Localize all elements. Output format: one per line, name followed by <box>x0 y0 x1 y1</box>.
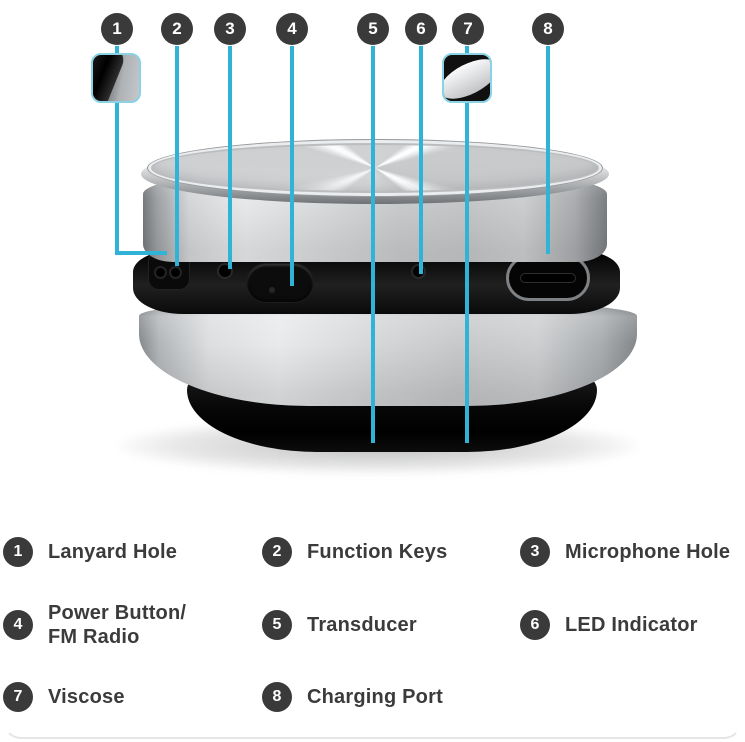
legend-item-lanyard-hole: 1 Lanyard Hole <box>3 537 177 567</box>
legend-badge-3: 3 <box>520 537 550 567</box>
callout-badge-3: 3 <box>214 13 246 45</box>
legend-item-function-keys: 2 Function Keys <box>262 537 447 567</box>
callout-line-1 <box>115 46 119 255</box>
legend-badge-4: 4 <box>3 610 33 640</box>
speaker-lower-band <box>139 302 637 406</box>
legend-badge-1: 1 <box>3 537 33 567</box>
legend-badge-5: 5 <box>262 610 292 640</box>
legend-label: Charging Port <box>307 686 443 708</box>
callout-line-4 <box>290 46 294 286</box>
legend-item-charging-port: 8 Charging Port <box>262 682 443 712</box>
callout-badge-2: 2 <box>161 13 193 45</box>
legend-label: Viscose <box>48 686 125 708</box>
legend-label: Power Button/ FM Radio <box>48 601 186 649</box>
speaker-top-face <box>147 139 603 197</box>
legend-item-power-button-fm-radio: 4 Power Button/ FM Radio <box>3 601 186 649</box>
callout-line-7 <box>465 46 469 443</box>
charging-port-usb-c <box>506 255 590 301</box>
legend-badge-6: 6 <box>520 610 550 640</box>
callout-line-2 <box>175 46 179 266</box>
callout-badge-5: 5 <box>357 13 389 45</box>
function-keys-dot <box>269 287 275 293</box>
callout-line-5 <box>371 46 375 443</box>
callout-badge-8: 8 <box>532 13 564 45</box>
legend-label-line2: FM Radio <box>48 626 140 648</box>
callout-line-8 <box>546 46 550 254</box>
charging-port-slot <box>520 273 576 283</box>
legend-label: LED Indicator <box>565 614 698 636</box>
led-indicator-hole <box>413 266 424 277</box>
legend-item-transducer: 5 Transducer <box>262 610 417 640</box>
legend-badge-7: 7 <box>3 682 33 712</box>
legend-item-viscose: 7 Viscose <box>3 682 125 712</box>
legend-badge-8: 8 <box>262 682 292 712</box>
viscose-closeup-thumbnail <box>442 53 492 103</box>
legend-item-microphone-hole: 3 Microphone Hole <box>520 537 730 567</box>
callout-line-6 <box>419 46 423 274</box>
legend-label-line1: Power Button/ <box>48 602 187 624</box>
callout-badge-1: 1 <box>101 13 133 45</box>
lanyard-hole-left <box>156 268 165 277</box>
callout-badge-4: 4 <box>276 13 308 45</box>
legend-label: Lanyard Hole <box>48 541 178 563</box>
callout-badge-7: 7 <box>452 13 484 45</box>
callout-line-1-elbow <box>115 251 167 255</box>
legend-label: Microphone Hole <box>565 541 731 563</box>
legend-badge-2: 2 <box>262 537 292 567</box>
lanyard-hole-right <box>171 268 180 277</box>
legend-label: Function Keys <box>307 541 448 563</box>
callout-line-3 <box>228 46 232 269</box>
legend-label: Transducer <box>307 614 417 636</box>
legend-item-led-indicator: 6 LED Indicator <box>520 610 698 640</box>
lanyard-hole-closeup-thumbnail <box>91 53 141 103</box>
function-keys-button <box>247 264 313 302</box>
callout-badge-6: 6 <box>405 13 437 45</box>
